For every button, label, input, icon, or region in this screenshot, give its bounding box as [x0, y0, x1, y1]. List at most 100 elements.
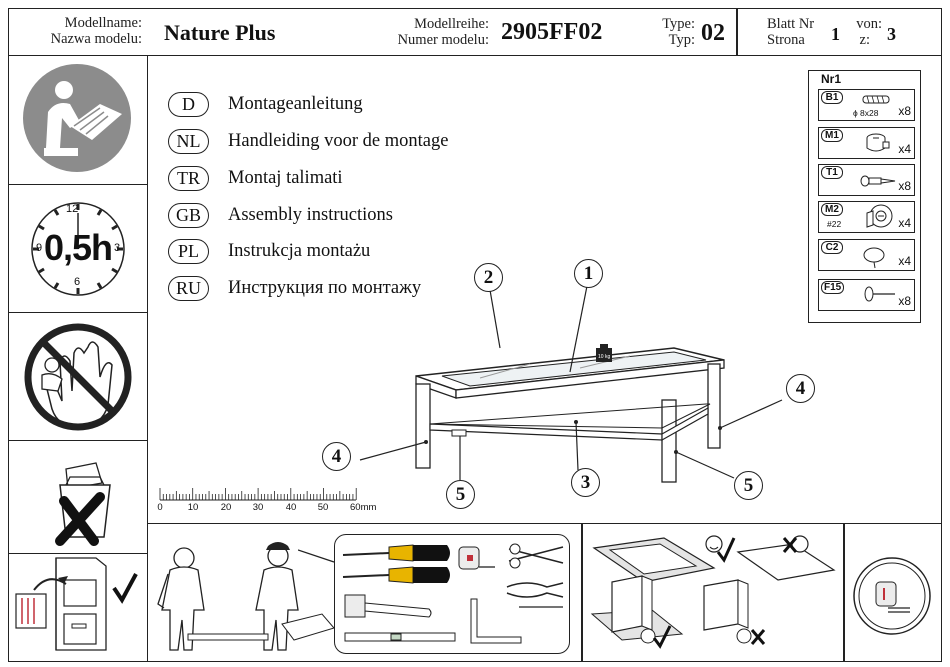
language-code: NL	[168, 128, 209, 154]
language-code: RU	[168, 275, 209, 301]
sheet-number: 1	[831, 24, 840, 44]
bottom-divider-1	[581, 524, 583, 662]
info-icon-column: 12 3 6 9 0,5h	[8, 56, 148, 662]
language-row-de: D Montageanleitung	[168, 89, 363, 119]
part-code: B1	[821, 91, 843, 104]
sheet-label-pl: Strona	[767, 32, 805, 48]
language-row-ru: RU Инструкция по монтажу	[168, 273, 421, 303]
part-quantity: x4	[898, 254, 911, 268]
cam-bolt-icon	[860, 175, 896, 187]
language-title: Инструкция по монтажу	[228, 277, 422, 298]
ruler-label-0: 0	[157, 502, 163, 513]
storage-cell	[8, 554, 147, 661]
required-tools-panel	[334, 534, 570, 654]
disposal-cell	[8, 441, 147, 554]
part-detail: #22	[827, 219, 842, 229]
type-label-pl: Typ:	[668, 32, 695, 48]
callout-4-left: 4	[322, 442, 351, 471]
of-label-pl: z:	[859, 32, 870, 48]
model-name-label-de: Modellname:	[64, 15, 142, 31]
table-illustration: 10 kg	[359, 285, 783, 483]
part-code: M1	[821, 129, 843, 142]
language-row-nl: NL Handleiding voor de montage	[168, 126, 448, 156]
glass-pad-icon	[863, 247, 885, 269]
callout-5-left: 5	[446, 480, 475, 509]
dowel-icon	[862, 95, 890, 104]
part-f15: F15 x8	[818, 279, 915, 311]
screwdriver-cross-icon	[342, 566, 450, 584]
screwdriver-flat-icon	[342, 544, 450, 562]
of-label-de: von:	[856, 16, 882, 32]
sheet-label-de: Blatt Nr	[767, 16, 815, 32]
ruler-label-60: 60mm	[350, 502, 377, 513]
part-quantity: x8	[898, 179, 911, 193]
language-row-gb: GB Assembly instructions	[168, 200, 393, 230]
cam-fitting-icon	[866, 204, 893, 228]
type-value: 02	[701, 20, 725, 46]
tools-illustration	[342, 543, 564, 644]
model-number: 2905FF02	[501, 19, 603, 45]
language-code: GB	[168, 202, 209, 228]
ruler-label-10: 10	[187, 502, 199, 513]
clock-dial-3: 3	[114, 242, 121, 254]
assembly-time-cell: 12 3 6 9 0,5h	[8, 185, 147, 313]
part-m2: M2 #22 x4	[818, 201, 915, 233]
model-series-label-de: Modellreihe:	[414, 16, 489, 32]
part-quantity: x8	[898, 104, 911, 118]
detail-magnifier-icon	[853, 557, 931, 635]
cam-lock-icon	[866, 133, 890, 152]
ruler-label-40: 40	[285, 502, 297, 513]
clock-dial-9: 9	[36, 242, 43, 254]
bottom-guidance-row	[148, 523, 942, 662]
language-title: Instrukcja montażu	[228, 240, 371, 261]
part-c2: C2 x4	[818, 239, 915, 271]
part-detail: ɸ 8x28	[853, 108, 879, 118]
part-code: T1	[821, 166, 843, 179]
parts-list-title: Nr1	[821, 72, 842, 86]
part-code: F15	[821, 281, 845, 294]
callout-1: 1	[574, 259, 603, 288]
ruler-label-30: 30	[252, 502, 264, 513]
clock-icon	[31, 202, 125, 296]
language-title: Montaj talimati	[228, 167, 343, 188]
model-name-labels: Modellname: Nazwa modelu:	[8, 8, 148, 55]
bottom-divider-2	[843, 524, 845, 662]
ruler-label-50: 50	[317, 502, 329, 513]
clock-dial-6: 6	[74, 276, 81, 288]
child-warning-cell	[8, 313, 147, 441]
read-instructions-icon	[23, 64, 131, 172]
ruler-label-20: 20	[220, 502, 232, 513]
language-title: Assembly instructions	[228, 204, 393, 225]
callout-3: 3	[571, 468, 600, 497]
sheet-total: 3	[887, 24, 896, 44]
nail-icon	[864, 286, 895, 302]
clock-dial-12: 12	[66, 203, 79, 215]
language-code: D	[168, 91, 209, 117]
speech-pointer	[298, 549, 335, 563]
type-label-de: Type:	[662, 16, 695, 32]
title-block: Modellname: Nazwa modelu: Nature Plus Mo…	[8, 8, 942, 56]
language-code: TR	[168, 165, 209, 191]
part-t1: T1 x8	[818, 164, 915, 196]
part-b1: B1 ɸ 8x28 x8	[818, 89, 915, 121]
header-divider	[736, 8, 738, 55]
surface-protection-icon	[590, 535, 836, 649]
parts-list: Nr1 B1 ɸ 8x28 x8 M1 x4 T1 x8 M2 #22	[808, 70, 921, 323]
no-children-icon	[24, 323, 132, 431]
two-person-assembly-icon	[157, 542, 335, 651]
callout-2: 2	[474, 263, 503, 292]
no-trash-icon	[55, 462, 111, 546]
part-code: M2	[821, 203, 843, 216]
language-code: PL	[168, 238, 209, 264]
read-instructions-cell	[8, 56, 147, 185]
assembly-time-value: 0,5h	[44, 227, 113, 268]
language-row-tr: TR Montaj talimati	[168, 163, 343, 193]
callout-5-right: 5	[734, 471, 763, 500]
part-quantity: x4	[898, 216, 911, 230]
part-quantity: x4	[898, 142, 911, 156]
language-title: Montageanleitung	[228, 93, 363, 114]
model-name-label-pl: Nazwa modelu:	[50, 31, 142, 47]
part-code: C2	[821, 241, 843, 254]
model-name: Nature Plus	[164, 20, 276, 45]
weight-label: 10 kg	[598, 354, 610, 360]
